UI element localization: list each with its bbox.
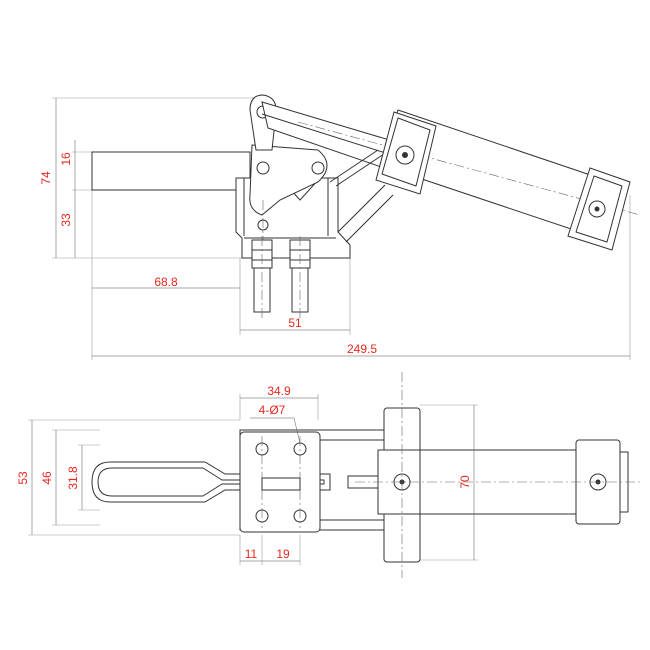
bolt-right [289,236,311,318]
dim-overall-height-label: 74 [39,171,53,185]
spindle-end-nut [567,167,631,251]
dim-hole-offset: 11 [240,547,262,562]
dim-hole-spacing-label: 34.9 [267,384,291,398]
dim-overall-length-label: 249.5 [347,342,377,356]
dim-cylinder-diameter: 70 [458,405,475,560]
lever-arm [261,101,397,187]
side-view: 74 16 33 68.8 51 249.5 [39,94,641,360]
dim-base-length: 51 [240,316,350,331]
mounting-plate [239,431,321,533]
dim-overall-width: 53 [16,420,33,535]
dim-base-height: 33 [59,190,76,258]
dim-handle-width-label: 46 [40,471,54,485]
side-extension-lines [52,97,631,360]
hole-callout: 4-Ø7 [250,403,301,444]
cylinder-block [377,372,423,578]
dim-top-offset: 16 [59,140,76,190]
dim-hole-offset-label: 11 [245,547,258,561]
dim-reach-label: 68.8 [154,275,178,289]
bolt-left [251,236,273,318]
dim-overall-width-label: 53 [16,471,30,485]
dim-hole-spacing: 34.9 [240,384,318,399]
dim-overall-height: 74 [39,98,57,258]
top-view: 34.9 4-Ø7 53 46 31.8 70 [16,372,640,578]
hole-callout-label: 4-Ø7 [259,403,286,417]
top-extension-lines [28,394,478,565]
dim-hole-pitch: 19 [262,547,300,562]
dim-top-offset-label: 16 [59,152,73,166]
diagonal-brace [337,184,394,243]
dim-base-height-label: 33 [59,213,73,227]
spindle-collar [375,111,437,195]
cylinder-body [355,439,640,525]
dim-bar-width-label: 31.8 [66,466,80,490]
dim-handle-width: 46 [40,430,57,525]
dim-reach: 68.8 [92,275,240,289]
dim-cylinder-diameter-label: 70 [458,475,472,489]
upper-link [249,144,328,216]
dim-base-length-label: 51 [288,316,302,330]
dim-hole-pitch-label: 19 [276,547,290,561]
dim-overall-length: 249.5 [92,342,630,357]
handle-bar [91,151,251,191]
dim-bar-width: 31.8 [66,445,83,510]
